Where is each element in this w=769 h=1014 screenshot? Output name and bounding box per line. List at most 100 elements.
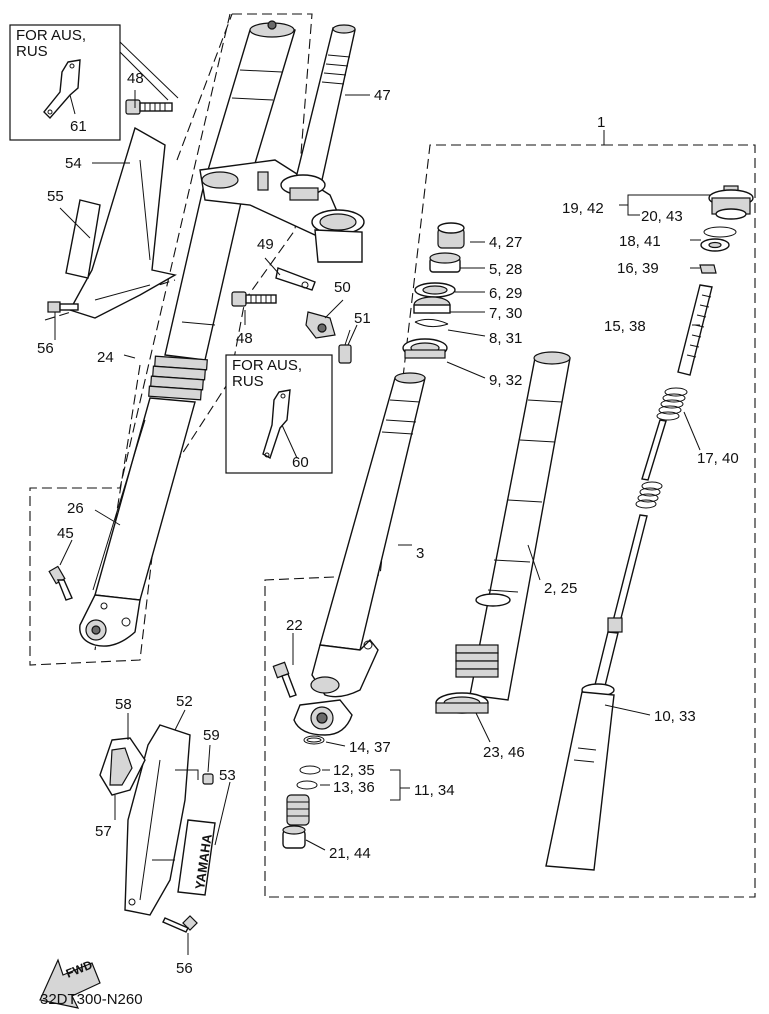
diagram-code: 32DT300-N260 [40,991,143,1008]
callout-57: 57 [95,823,112,840]
bolt-51 [338,329,352,364]
leader-dashed [176,13,233,161]
screw-59 [202,773,214,785]
bolt-22 [272,661,297,698]
callout-55: 55 [47,188,64,205]
callout-47: 47 [374,87,391,104]
callout-45: 45 [57,525,74,542]
callout-58: 58 [115,696,132,713]
callout-9-32: 9, 32 [489,372,522,389]
callout-59: 59 [203,727,220,744]
inset-mid-text-line2: RUS [232,373,264,390]
screw-45 [48,565,73,601]
steering-stem [280,24,356,201]
guide-bushing-23 [435,692,489,714]
cable-guide-49 [275,267,316,291]
number-plate-54 [68,126,177,319]
dust-seal-9 [402,338,448,359]
callout-49: 49 [257,236,274,253]
inner-tube-2 [455,351,571,701]
inset-box-top: FOR AUS, RUS 61 [9,24,121,141]
callout-48-top: 48 [127,70,144,87]
inset-top-text-line1: FOR AUS, [16,27,86,44]
bushing-4 [437,222,465,249]
callout-19-42: 19, 42 [562,200,604,217]
callout-61: 61 [70,118,87,135]
cap-bolt-11 [286,794,310,826]
callout-52: 52 [176,693,193,710]
callout-26: 26 [67,500,84,517]
washer-6 [414,282,456,298]
callout-13-36: 13, 36 [333,779,375,796]
callout-51: 51 [354,310,371,327]
fork-seal-ribs [148,355,208,401]
spring-17 [635,387,688,509]
bolt-48-top [125,99,173,115]
inset-mid-text-line1: FOR AUS, [232,357,302,374]
clamp-50 [305,311,336,339]
oil-seal-7 [413,296,451,314]
bracket-60-icon [262,389,291,460]
oring-12 [299,765,321,775]
decal-55 [59,199,101,279]
callout-7-30: 7, 30 [489,305,522,322]
callout-50: 50 [334,279,351,296]
callout-1: 1 [597,114,605,131]
callout-56-bottom: 56 [176,960,193,977]
callout-53: 53 [219,767,236,784]
callout-3: 3 [416,545,424,562]
callout-48-mid: 48 [236,330,253,347]
callout-14-37: 14, 37 [349,739,391,756]
callout-6-29: 6, 29 [489,285,522,302]
callout-18-41: 18, 41 [619,233,661,250]
callout-56-top: 56 [37,340,54,357]
callout-24: 24 [97,349,114,366]
callout-10-33: 10, 33 [654,708,696,725]
fork-guard-52 [124,724,199,916]
screw-56-bottom [162,915,198,933]
bracket-61-icon [43,59,81,120]
clip-8 [414,318,449,328]
callout-20-43: 20, 43 [641,208,683,225]
rod-15 [677,284,713,376]
brake-guide-58 [99,737,146,796]
upper-triple-clamp [199,159,365,263]
callout-54: 54 [65,155,82,172]
oring-13 [296,780,318,790]
callout-23-46: 23, 46 [483,744,525,761]
callout-60: 60 [292,454,309,471]
callout-16-39: 16, 39 [617,260,659,277]
callout-22: 22 [286,617,303,634]
leader-line [119,41,179,99]
cap-bolt-19 [708,185,754,220]
callout-21-44: 21, 44 [329,845,371,862]
screw-56-top [47,301,79,313]
callout-11-34: 11, 34 [414,782,455,799]
leader-lines [54,90,710,955]
oring-14 [303,735,325,745]
left-fork-assembly [79,20,296,647]
outer-tube-3 [293,372,426,736]
inset-top-text-line2: RUS [16,43,48,60]
damper-rod-10 [545,419,667,871]
assembly-outline-1 [264,144,756,898]
callout-15-38: 15, 38 [604,318,646,335]
nut-16 [699,264,717,274]
inner-tube-ribs [455,644,499,678]
callout-12-35: 12, 35 [333,762,375,779]
oring-20 [703,226,737,238]
callout-labels: 1 47 4, 27 5, 28 6, 29 7, 30 8, 31 9, 32… [37,70,739,1008]
decal-53: YAMAHA [177,819,216,896]
bolt-48-mid [231,291,277,307]
callout-17-40: 17, 40 [697,450,739,467]
inset-box-mid: FOR AUS, RUS 60 [225,354,333,474]
callout-5-28: 5, 28 [489,261,522,278]
washer-18 [700,238,730,252]
leader-line [119,51,169,101]
callout-4-27: 4, 27 [489,234,522,251]
cap-21 [282,825,306,849]
callout-2-25: 2, 25 [544,580,577,597]
bushing-5 [429,252,461,273]
callout-8-31: 8, 31 [489,330,522,347]
